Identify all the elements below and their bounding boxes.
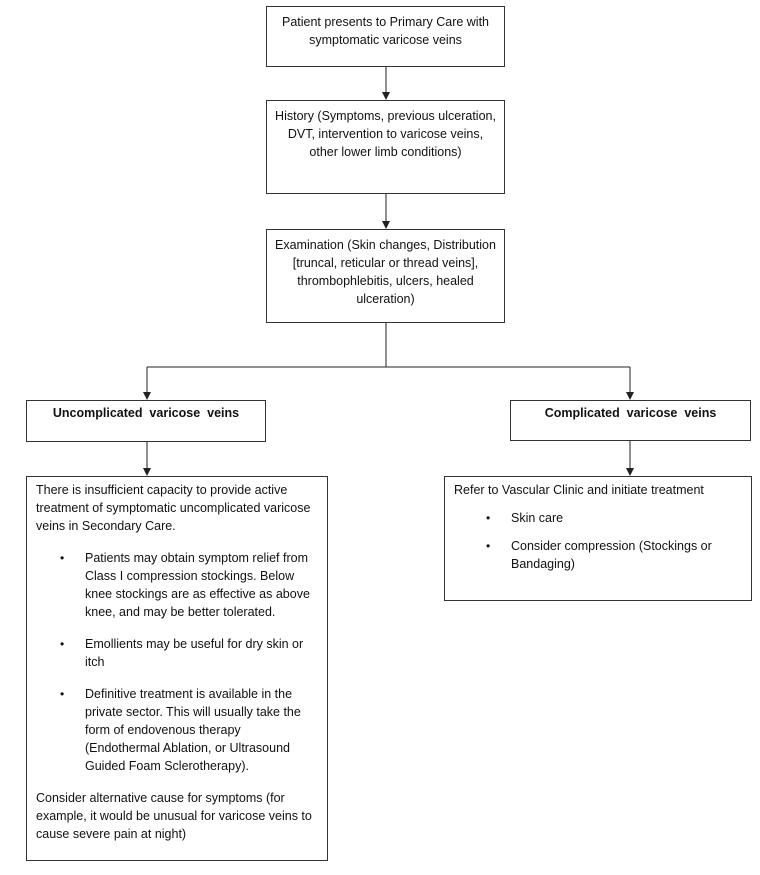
examination-box: Examination (Skin changes, Distribution … [266, 229, 505, 323]
uncomplicated-detail-outro: Consider alternative cause for symptoms … [36, 791, 312, 841]
complicated-detail-intro: Refer to Vascular Clinic and initiate tr… [454, 483, 704, 497]
complicated-box-text: Complicated varicose veins [544, 406, 717, 420]
start-box: Patient presents to Primary Care with sy… [266, 6, 505, 67]
list-item: • Emollients may be useful for dry skin … [36, 635, 318, 671]
bullet-icon: • [60, 637, 65, 651]
list-item-text: Patients may obtain symptom relief from … [85, 551, 310, 619]
examination-box-text: Examination (Skin changes, Distribution … [275, 238, 496, 306]
list-item: • Skin care [454, 509, 742, 527]
list-item-text: Definitive treatment is available in the… [85, 687, 301, 773]
complicated-detail-box: Refer to Vascular Clinic and initiate tr… [444, 476, 752, 601]
list-item: • Consider compression (Stockings or Ban… [454, 537, 742, 573]
bullet-icon: • [60, 687, 65, 701]
list-item: • Patients may obtain symptom relief fro… [36, 549, 318, 621]
list-item: • Definitive treatment is available in t… [36, 685, 318, 775]
list-item-text: Skin care [511, 511, 564, 525]
history-box: History (Symptoms, previous ulceration, … [266, 100, 505, 194]
uncomplicated-box-text: Uncomplicated varicose veins [52, 406, 240, 420]
complicated-box: Complicated varicose veins [510, 400, 751, 441]
uncomplicated-box: Uncomplicated varicose veins [26, 400, 266, 442]
bullet-icon: • [486, 511, 491, 525]
complicated-detail-list: • Skin care • Consider compression (Stoc… [454, 509, 742, 573]
uncomplicated-detail-box: There is insufficient capacity to provid… [26, 476, 328, 861]
list-item-text: Consider compression (Stockings or Banda… [511, 539, 712, 571]
history-box-text: History (Symptoms, previous ulceration, … [275, 109, 496, 159]
uncomplicated-detail-intro: There is insufficient capacity to provid… [36, 483, 311, 533]
bullet-icon: • [486, 539, 491, 553]
uncomplicated-detail-list: • Patients may obtain symptom relief fro… [36, 549, 318, 775]
bullet-icon: • [60, 551, 65, 565]
start-box-text: Patient presents to Primary Care with sy… [281, 15, 490, 47]
list-item-text: Emollients may be useful for dry skin or… [85, 637, 304, 669]
